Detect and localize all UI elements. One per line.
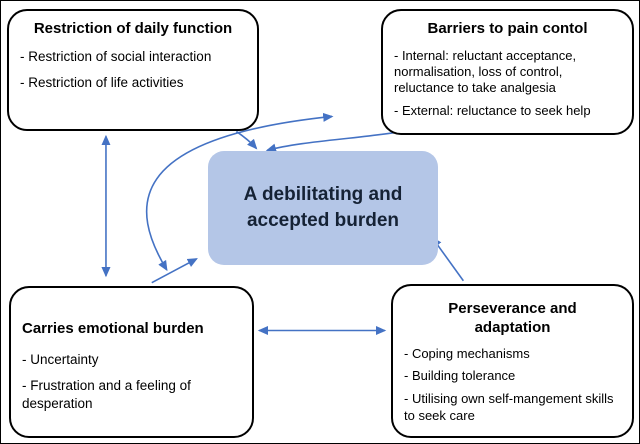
box-perseverance-and-adaptation: Perseverance and adaptation - Coping mec… <box>391 284 634 438</box>
box-item: - Internal: reluctant acceptance, normal… <box>394 47 577 96</box>
box-title: Restriction of daily function <box>33 20 233 37</box>
central-node-debilitating-burden: A debilitating and accepted burden <box>208 151 438 265</box>
arrow-restriction-center <box>235 130 258 150</box>
box-item: - Utilising own self-mangement skills to… <box>404 391 614 424</box>
box-item: - Frustration and a feeling of desperati… <box>22 378 191 411</box>
box-barriers-to-pain-control: Barriers to pain contol - Internal: relu… <box>381 9 634 135</box>
box-item: - Building tolerance <box>404 368 516 384</box>
box-item: - External: reluctance to seek help <box>394 102 591 118</box>
box-title: Carries emotional burden <box>22 320 204 337</box>
box-title: Perseverance and adaptation <box>448 300 577 336</box>
box-item: - Restriction of social interaction <box>20 48 212 64</box>
box-restriction-of-daily-function: Restriction of daily function - Restrict… <box>7 9 259 131</box>
box-item: - Coping mechanisms <box>404 345 530 361</box>
box-item: - Uncertainty <box>22 351 99 367</box>
box-item: - Restriction of life activities <box>20 75 184 91</box>
central-node-title: A debilitating and accepted burden <box>243 184 403 231</box>
arrow-barriers-center <box>265 131 396 153</box>
arrow-emotional-center <box>151 258 198 284</box>
box-title: Barriers to pain contol <box>427 20 588 37</box>
box-carries-emotional-burden: Carries emotional burden - Uncertainty -… <box>9 286 254 438</box>
